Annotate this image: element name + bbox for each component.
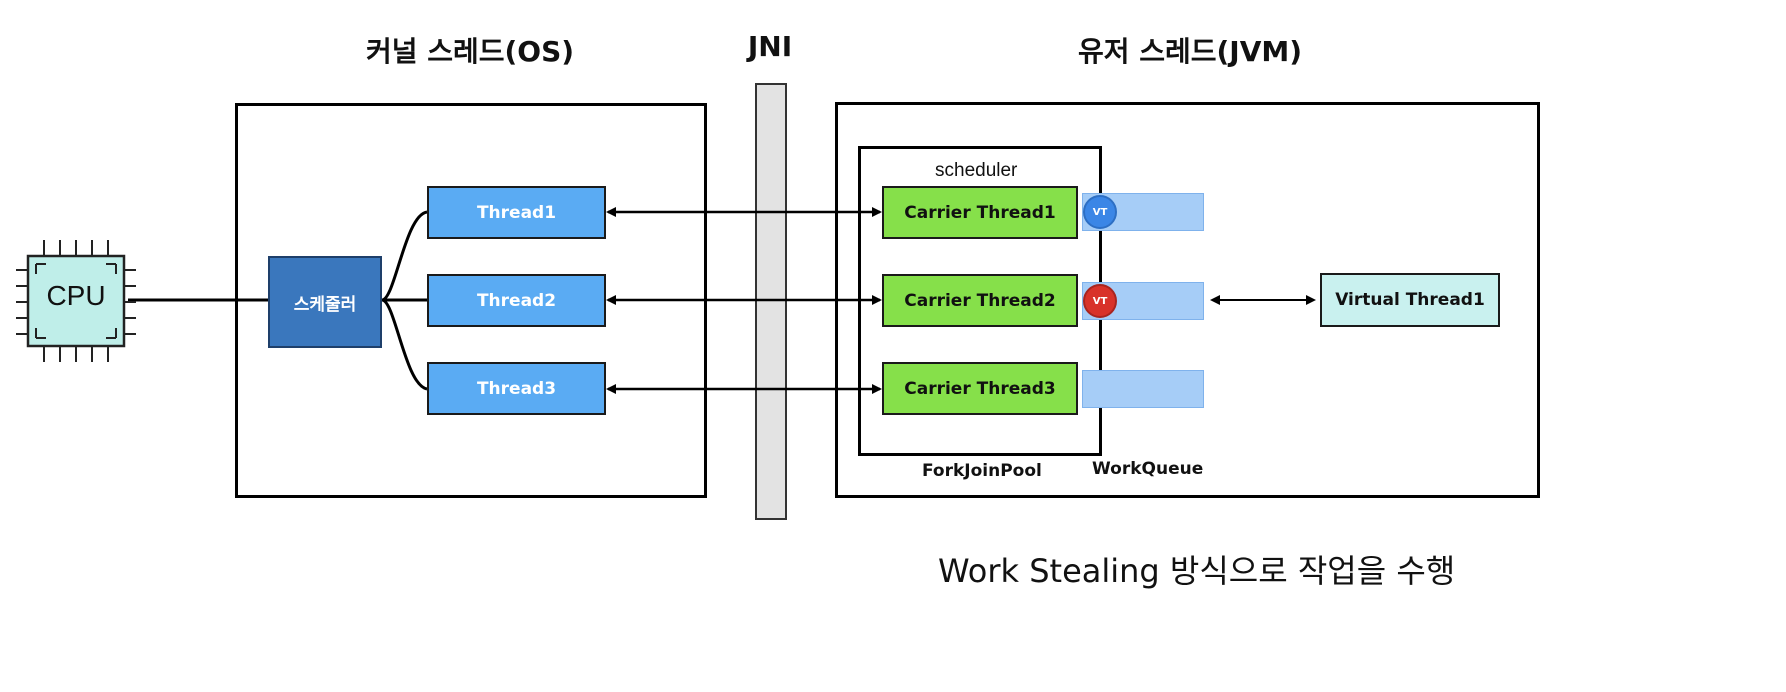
carrier-thread-1-label: Carrier Thread1 <box>904 202 1056 223</box>
os-scheduler-box: 스케줄러 <box>268 256 382 348</box>
os-thread-3-label: Thread3 <box>476 378 557 399</box>
virtual-thread-badge-1-label: VT <box>1092 206 1108 218</box>
virtual-thread-1-label: Virtual Thread1 <box>1335 290 1485 310</box>
carrier-thread-2-label: Carrier Thread2 <box>904 290 1056 311</box>
virtual-thread-badge-2: VT <box>1083 284 1117 318</box>
os-thread-2-label: Thread2 <box>476 290 557 311</box>
os-thread-3: Thread3 <box>427 362 606 415</box>
virtual-thread-badge-1: VT <box>1083 195 1117 229</box>
carrier-thread-2: Carrier Thread2 <box>882 274 1078 327</box>
kernel-thread-title: 커널 스레드(OS) <box>365 35 575 68</box>
carrier-thread-1: Carrier Thread1 <box>882 186 1078 239</box>
work-queue-3 <box>1082 370 1204 408</box>
jvm-scheduler-caption: scheduler <box>935 160 1018 181</box>
cpu-label: CPU <box>46 280 106 311</box>
work-stealing-caption: Work Stealing 방식으로 작업을 수행 <box>938 552 1456 590</box>
carrier-thread-3: Carrier Thread3 <box>882 362 1078 415</box>
virtual-thread-badge-2-label: VT <box>1092 295 1108 307</box>
user-thread-title: 유저 스레드(JVM) <box>1077 35 1303 68</box>
jni-title: JNI <box>747 30 793 63</box>
os-thread-1: Thread1 <box>427 186 606 239</box>
os-thread-2: Thread2 <box>427 274 606 327</box>
scheduler-to-thread3-line <box>381 298 428 391</box>
os-scheduler-label: 스케줄러 <box>293 294 357 315</box>
forkjoinpool-label: ForkJoinPool <box>922 461 1042 481</box>
workqueue-label: WorkQueue <box>1092 459 1204 479</box>
cpu-chip <box>16 240 136 362</box>
os-thread-1-label: Thread1 <box>476 202 557 223</box>
scheduler-to-thread1-line <box>381 210 428 302</box>
virtual-thread-1: Virtual Thread1 <box>1320 273 1500 327</box>
carrier-thread-3-label: Carrier Thread3 <box>904 378 1056 399</box>
